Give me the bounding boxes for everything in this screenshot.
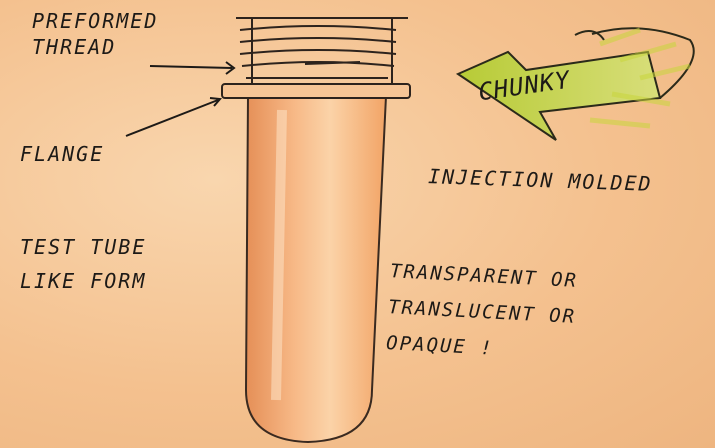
thread-section — [236, 18, 408, 84]
flange-ring — [222, 84, 410, 98]
tube-body — [246, 96, 386, 442]
material-options-label: TRANSPARENT OR TRANSLUCENT OR OPAQUE ! — [385, 253, 579, 371]
tube-form-label: TEST TUBE LIKE FORM — [20, 230, 146, 298]
tube-form-line2: LIKE FORM — [20, 264, 146, 298]
leader-lines — [126, 62, 234, 136]
tube-form-line1: TEST TUBE — [20, 230, 146, 264]
preformed-thread-line1: PREFORMED — [32, 8, 158, 34]
flange-label: FLANGE — [20, 142, 104, 166]
preformed-thread-line2: THREAD — [32, 34, 158, 60]
preformed-thread-label: PREFORMED THREAD — [32, 8, 158, 60]
tube-highlight — [276, 110, 282, 400]
